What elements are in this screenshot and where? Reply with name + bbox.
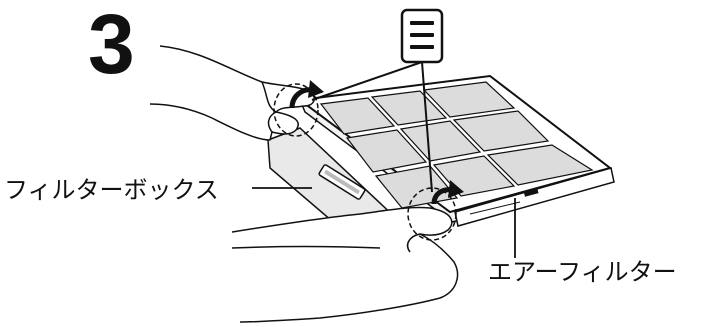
filter-box-label: フィルターボックス [4,176,219,204]
step-number: 3 [88,2,135,86]
three-lines-icon [402,10,442,62]
air-filter-label: エアーフィルター [488,258,677,286]
lower-hand [232,207,458,322]
upper-hand [150,46,314,140]
